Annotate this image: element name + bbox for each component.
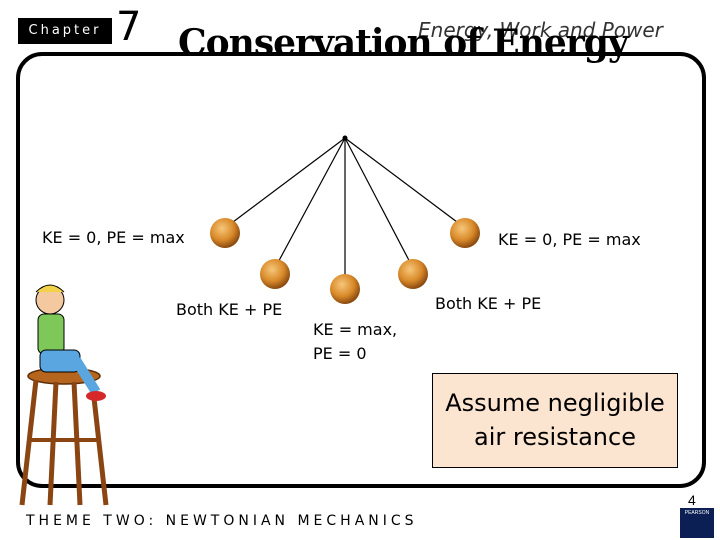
chapter-label: Chapter [18, 18, 112, 44]
slide-title: Conservation of Energy [178, 22, 629, 64]
ball-far-right [450, 218, 480, 248]
note-line1: Assume negligible [445, 389, 665, 417]
label-right-mid: Both KE + PE [435, 294, 542, 313]
label-far-left: KE = 0, PE = max [42, 228, 185, 247]
publisher-logo: PEARSON [680, 508, 714, 538]
pendulum-strings [224, 137, 466, 283]
ball-far-left [210, 218, 240, 248]
string-left [274, 137, 346, 269]
chapter-subtitle: Energy, Work and Power [418, 18, 663, 42]
cartoon-person-on-stool [19, 284, 109, 506]
page-number: 4 [688, 492, 696, 508]
content-frame [16, 52, 706, 488]
label-left-mid: Both KE + PE [176, 300, 283, 319]
string-right [344, 137, 414, 269]
string-far-left [224, 137, 346, 229]
pivot-point [342, 135, 348, 141]
string-far-right [344, 137, 466, 229]
ball-right [398, 259, 428, 289]
logo-text: PEARSON [684, 510, 710, 516]
ball-center [330, 274, 360, 304]
label-center-line1: KE = max, [313, 320, 398, 339]
label-far-right: KE = 0, PE = max [498, 230, 641, 249]
note-box: Assume negligible air resistance [432, 373, 678, 468]
label-center-line2: PE = 0 [313, 344, 367, 363]
ball-left [260, 259, 290, 289]
footer-theme: THEME TWO: NEWTONIAN MECHANICS [26, 513, 418, 529]
chapter-number: 7 [116, 4, 142, 50]
pendulum-balls [210, 218, 480, 304]
note-line2: air resistance [474, 423, 636, 451]
